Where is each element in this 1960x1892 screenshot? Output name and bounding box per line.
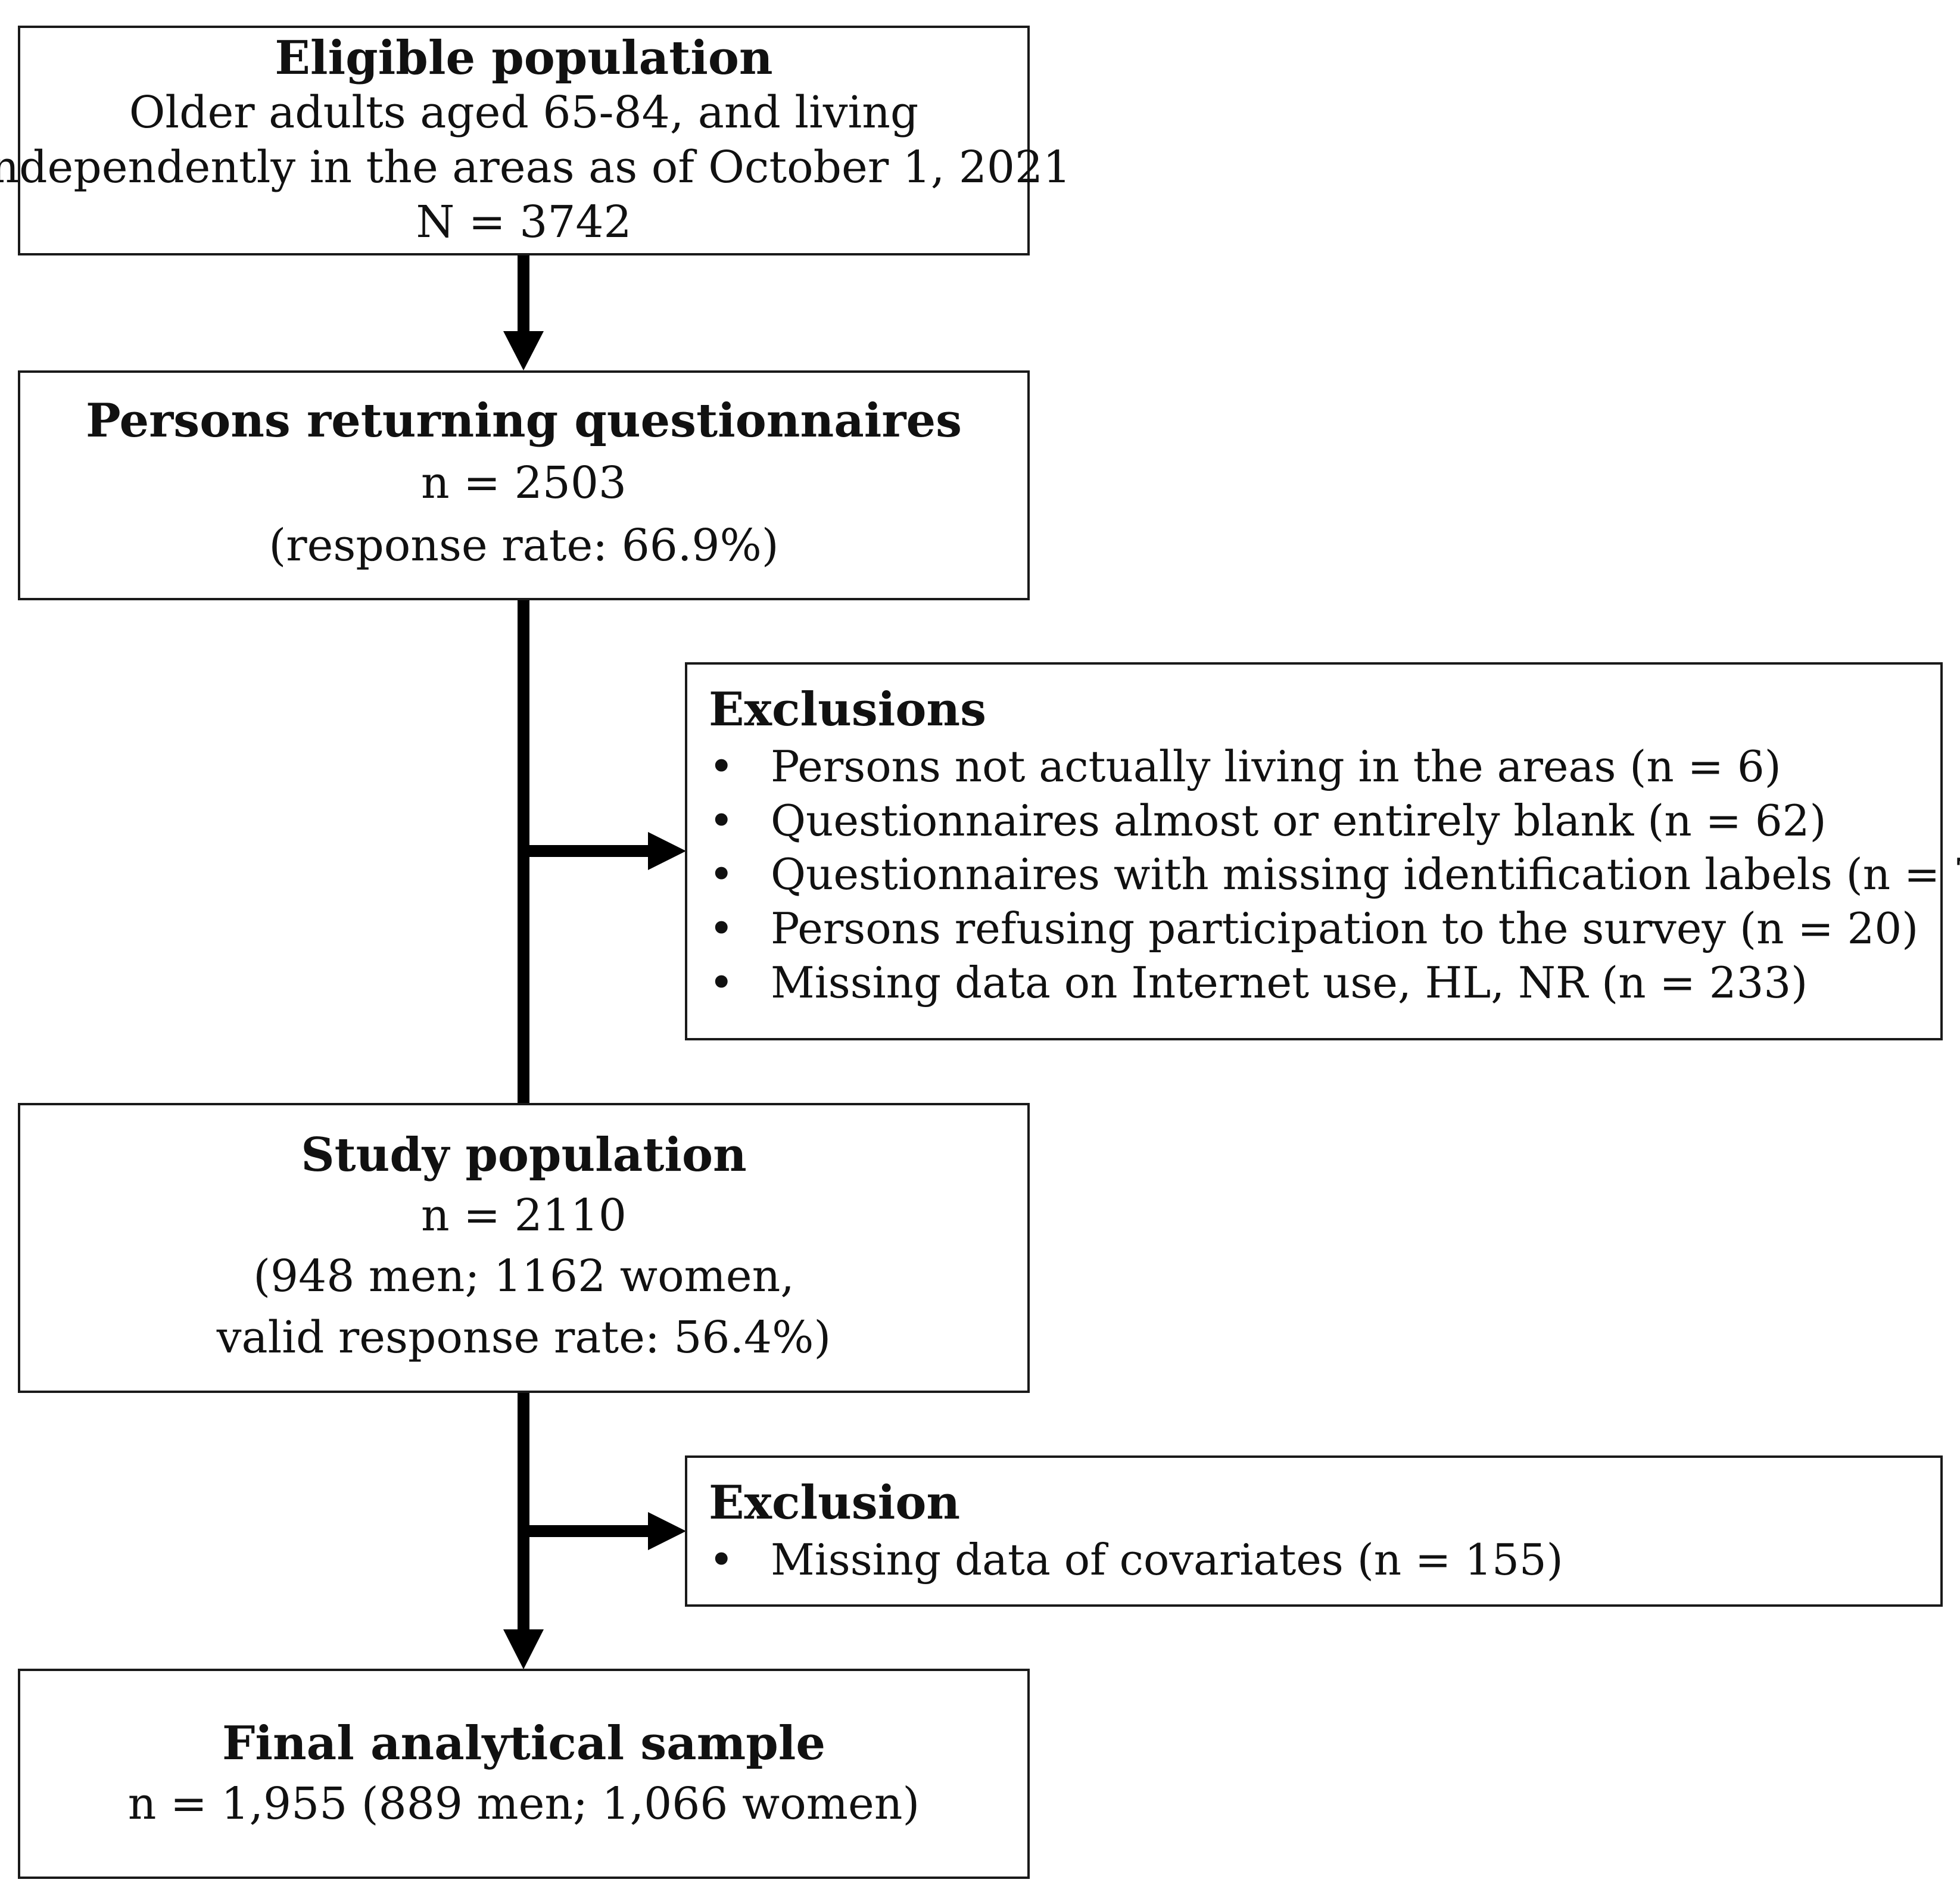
exclusions-list: • Persons not actually living in the area… [709,740,1960,1010]
study-valid-rate: valid response rate: 56.4%) [216,1311,831,1363]
final-count: n = 1,955 (889 men; 1,066 women) [127,1778,920,1829]
exclusion2-item: • Missing data of covariates (n = 155) [709,1533,1940,1587]
exclusion-item: • Persons refusing participation to the s… [709,902,1940,956]
exclusion2-list: • Missing data of covariates (n = 155) [709,1533,1940,1587]
exclusion-item: • Questionnaires with missing identificat… [709,847,1960,902]
study-population-box: Study population n = 2110 (948 men; 1162… [18,1103,1030,1393]
returning-count: n = 2503 [420,457,627,509]
study-sex-breakdown: (948 men; 1162 women, [253,1251,794,1302]
exclusion-item-text: Persons refusing participation to the su… [771,903,1919,954]
returning-rate: (response rate: 66.9%) [269,520,779,572]
exclusion-item: • Persons not actually living in the area… [709,740,1940,794]
exclusion2-title: Exclusion [709,1476,961,1530]
exclusion2-box: Exclusion • Missing data of covariates (n… [685,1455,1943,1607]
exclusion-item-text: Questionnaires with missing identificati… [771,849,1960,900]
arrowhead-returning [503,331,544,370]
exclusion-item: • Missing data on Internet use, HL, NR (n… [709,956,1940,1010]
exclusion2-item-text: Missing data of covariates (n = 155) [771,1535,1563,1585]
arrowhead-final [503,1629,544,1669]
bullet: • [709,849,734,900]
exclusion-item-text: Questionnaires almost or entirely blank … [771,795,1827,846]
bullet: • [709,903,734,954]
bullet: • [709,1535,734,1585]
study-title: Study population [301,1128,747,1183]
final-title: Final analytical sample [222,1716,826,1771]
eligible-population-box: Eligible population Older adults aged 65… [0,26,1071,255]
exclusion-item-text: Persons not actually living in the areas… [771,741,1781,792]
eligible-title: Eligible population [275,31,773,86]
arrowhead-exclusion2 [648,1512,686,1550]
arrowhead-exclusions [648,832,686,870]
returning-title: Persons returning questionnaires [86,393,962,448]
returning-box: Persons returning questionnaires n = 250… [18,370,1030,600]
bullet: • [709,795,734,846]
exclusions-title: Exclusions [709,682,986,737]
exclusion-item: • Questionnaires almost or entirely blank… [709,794,1940,848]
exclusions-box: Exclusions • Persons not actually living … [685,662,1960,1040]
eligible-count: N = 3742 [416,196,632,248]
bullet: • [709,957,734,1008]
eligible-line-1: Older adults aged 65-84, and living [129,87,919,139]
exclusion-item-text: Missing data on Internet use, HL, NR (n … [771,957,1808,1008]
final-sample-box: Final analytical sample n = 1,955 (889 m… [18,1669,1030,1879]
study-count: n = 2110 [420,1190,627,1242]
bullet: • [709,741,734,792]
eligible-line-2: independently in the areas as of October… [0,142,1071,194]
